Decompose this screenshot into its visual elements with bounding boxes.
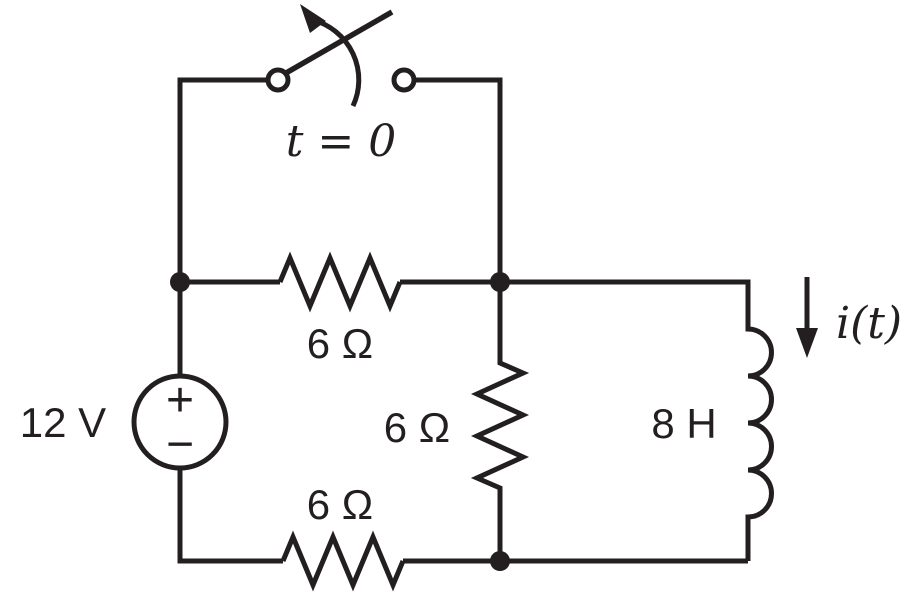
inductor-coil — [745, 282, 774, 561]
left-rail-source-bottom-wire — [177, 468, 283, 564]
resistor-top: 6 Ω — [277, 251, 403, 367]
node-dot-center-bottom — [490, 551, 510, 571]
resistor-bottom-value-label: 6 Ω — [307, 481, 373, 528]
resistor-bottom-zigzag — [280, 530, 406, 592]
inductor-value-label: 8 H — [651, 400, 716, 447]
switch-blade — [284, 9, 394, 76]
resistor-top-value-label: 6 Ω — [307, 320, 373, 367]
current-label: i(t) — [836, 298, 902, 349]
switch: t = 0 — [265, 4, 417, 167]
current-indicator: i(t) — [796, 277, 902, 358]
switch-time-label: t = 0 — [286, 116, 397, 167]
top-right-rail-wire — [414, 77, 503, 282]
node-dot-center-top — [490, 272, 510, 292]
resistor-middle-zigzag — [470, 282, 530, 561]
top-left-rail-wire — [177, 77, 268, 282]
node-dot-left — [170, 272, 190, 292]
resistor-bottom: 6 Ω — [280, 481, 406, 592]
switch-motion-arc — [312, 17, 362, 108]
middle-rail-right-wire — [400, 279, 751, 329]
voltage-source: + − 12 V — [20, 373, 229, 471]
connection-nodes — [170, 272, 510, 571]
resistor-middle: 6 Ω — [384, 282, 530, 561]
switch-arrowhead-icon — [300, 4, 326, 33]
switch-left-terminal — [265, 67, 291, 93]
resistor-top-zigzag — [277, 251, 403, 313]
voltage-source-value-label: 12 V — [20, 399, 106, 446]
voltage-source-circle — [131, 373, 229, 471]
voltage-source-plus-sign: + — [166, 374, 194, 427]
voltage-source-minus-sign: − — [166, 418, 194, 471]
resistor-middle-value-label: 6 Ω — [384, 404, 450, 451]
inductor: 8 H — [651, 282, 774, 561]
wires — [177, 77, 751, 564]
switch-right-terminal — [391, 67, 417, 93]
current-arrow-head-icon — [796, 328, 818, 358]
